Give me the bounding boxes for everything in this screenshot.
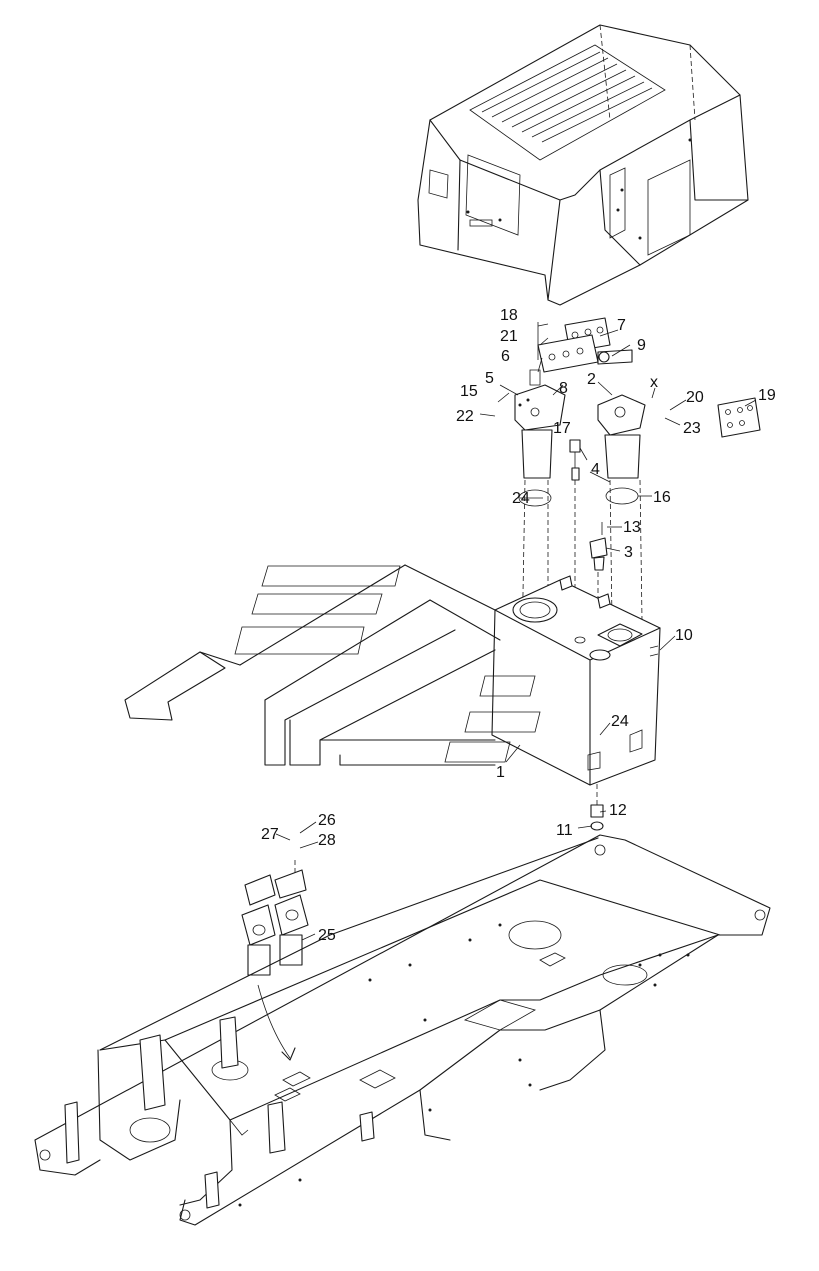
callout-27: 27 (261, 826, 279, 843)
callout-8: 8 (559, 380, 568, 397)
callout-17: 17 (553, 420, 571, 437)
callout-25: 25 (318, 927, 336, 944)
callout-6: 6 (501, 348, 510, 365)
callout-28: 28 (318, 832, 336, 849)
callout-12: 12 (609, 802, 627, 819)
callout-24-tank: 24 (611, 713, 629, 730)
callout-16: 16 (653, 489, 671, 506)
callout-22: 22 (456, 408, 474, 425)
callout-10: 10 (675, 627, 693, 644)
callout-23: 23 (683, 420, 701, 437)
callout-24-oring: 24 (512, 490, 530, 507)
callout-1: 1 (496, 764, 505, 781)
callout-11: 11 (556, 822, 573, 839)
callout-20: 20 (686, 389, 704, 406)
hydraulic-tank (491, 575, 661, 786)
callout-3: 3 (624, 544, 633, 561)
sub-frame (34, 834, 771, 1226)
callout-19: 19 (758, 387, 776, 404)
assembly-lines (294, 479, 643, 880)
o-ring-24 (518, 489, 552, 507)
callout-13: 13 (623, 519, 641, 536)
callout-leaders (275, 323, 757, 941)
callout-9: 9 (637, 337, 646, 354)
callout-labels: 1 2 3 4 5 6 7 8 9 10 11 12 13 15 16 17 1… (261, 307, 776, 944)
valve-block-19 (717, 397, 761, 438)
drain-plug (590, 804, 604, 831)
flow-direction-arrow (124, 564, 541, 766)
callout-5: 5 (485, 370, 494, 387)
callout-15: 15 (460, 383, 478, 400)
return-filter-5 (514, 369, 566, 479)
callout-7: 7 (617, 317, 626, 334)
callout-x: x (650, 374, 658, 391)
callout-21: 21 (500, 328, 518, 345)
callout-4: 4 (591, 461, 600, 478)
filter-pair-25 (241, 869, 309, 1061)
valve-block-assembly (537, 317, 633, 373)
engine-hood-cover (417, 24, 749, 306)
small-fittings (569, 439, 608, 571)
callout-26: 26 (318, 812, 336, 829)
callout-18: 18 (500, 307, 518, 324)
pressure-filter-2 (597, 394, 646, 505)
callout-2: 2 (587, 371, 596, 388)
